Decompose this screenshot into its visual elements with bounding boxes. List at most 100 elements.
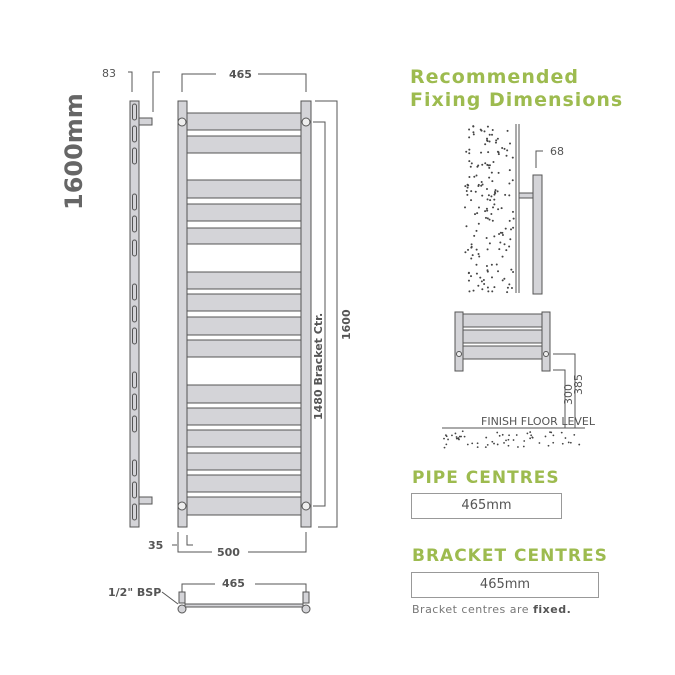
wall-texture-dot: [477, 284, 480, 287]
wall-texture-dot: [501, 279, 504, 282]
wall-texture-dot: [491, 133, 494, 136]
floor-texture-dot: [503, 442, 505, 444]
wall-texture-dot: [511, 179, 514, 182]
wall-texture-dot: [486, 209, 489, 212]
wall-texture-dot: [506, 149, 509, 152]
wall-texture-dot: [492, 206, 495, 209]
wall-texture-dot: [470, 190, 473, 193]
wall-texture-dot: [470, 275, 473, 278]
wall-texture-dot: [485, 265, 488, 268]
wall-texture-dot: [481, 194, 484, 197]
wall-texture-dot: [487, 290, 490, 293]
rail-slot: [132, 215, 137, 233]
floor-texture-dot: [531, 436, 534, 439]
wall-texture-dot: [468, 152, 471, 155]
floor-texture-dot: [460, 435, 462, 438]
towel-bar: [186, 496, 302, 516]
wall-texture-dot: [510, 286, 513, 289]
wall-texture-dot: [481, 183, 484, 186]
towel-bar: [186, 271, 302, 290]
wall-texture-dot: [486, 217, 489, 220]
floor-texture-dot: [564, 437, 567, 439]
wall-texture-dot: [480, 280, 483, 283]
wall-texture-dot: [491, 290, 494, 293]
wall-texture-dot: [466, 186, 469, 189]
wall-texture-dot: [472, 133, 475, 136]
wall-texture-dot: [475, 263, 478, 266]
wall-texture-dot: [486, 286, 489, 289]
towel-bar: [186, 429, 302, 448]
wall-texture-dot: [497, 208, 500, 211]
wall-texture-dot: [472, 125, 475, 128]
rail-slot: [132, 283, 137, 301]
depth-offset-label: 83: [102, 67, 116, 80]
wall-texture-dot: [480, 129, 483, 132]
wall-texture-dot: [489, 199, 492, 202]
wall-texture-dot: [495, 139, 498, 142]
wall-texture-dot: [487, 151, 490, 154]
wall-texture-dot: [508, 194, 511, 197]
fixing-title: Recommended Fixing Dimensions: [410, 66, 623, 112]
wall-texture-dot: [488, 218, 491, 221]
wall-texture-dot: [486, 125, 489, 128]
floor-texture-dot: [567, 441, 570, 444]
floor-texture-dot: [493, 442, 495, 445]
wall-texture-dot: [488, 140, 491, 143]
floor-texture-dot: [476, 442, 479, 445]
rail-slot: [132, 503, 137, 521]
wall-texture-dot: [504, 193, 507, 196]
wall-texture-dot: [511, 156, 514, 159]
wall-texture-dot: [490, 263, 493, 266]
wall-texture-dot: [497, 153, 500, 156]
wall-texture-dot: [486, 137, 489, 140]
wall-texture-dot: [470, 257, 473, 260]
wall-texture-dot: [499, 241, 502, 244]
wall-texture-dot: [494, 141, 497, 144]
towel-bar: [186, 293, 302, 312]
floor-texture-dot: [457, 437, 460, 440]
wall-texture-dot: [490, 213, 493, 216]
floor-texture-dot: [569, 441, 572, 444]
floor-300-label: 300: [562, 384, 575, 405]
wall-texture-dot: [498, 233, 501, 236]
rail-slot: [132, 147, 137, 165]
towel-bar: [186, 112, 302, 131]
wall-texture-dot: [487, 164, 490, 167]
wall-texture-dot: [506, 291, 509, 294]
wall-texture-dot: [470, 199, 473, 202]
wall-texture-dot: [467, 279, 470, 282]
wall-texture-dot: [509, 142, 512, 145]
wall-texture-dot: [490, 171, 493, 174]
floor-texture-dot: [505, 439, 507, 442]
floor-texture-dot: [447, 438, 449, 441]
wall-texture-dot: [488, 242, 491, 245]
wall-texture-dot: [483, 282, 486, 285]
wall-texture-dot: [477, 206, 480, 209]
floor-texture-dot: [484, 446, 487, 449]
floor-texture-dot: [552, 441, 555, 444]
wall-texture-dot: [509, 238, 512, 241]
wall-texture-dot: [465, 225, 468, 228]
floor-texture-dot: [578, 443, 581, 446]
wall-texture-dot: [484, 162, 487, 165]
floor-texture-dot: [443, 437, 445, 440]
floor-texture-dot: [529, 437, 532, 440]
floor-texture-dot: [455, 437, 458, 440]
wall-texture-dot: [482, 279, 485, 282]
floor-texture-dot: [491, 440, 494, 443]
rail-slot: [132, 371, 137, 389]
wall-texture-dot: [501, 234, 504, 237]
wall-texture-dot: [486, 198, 489, 201]
floor-texture-dot: [515, 434, 518, 436]
top-pipe-centres-label: 465: [229, 68, 252, 81]
wall-texture-dot: [467, 272, 470, 275]
rail-slot: [132, 415, 137, 433]
wall-texture-dot: [491, 129, 494, 132]
wall-texture-dot: [501, 231, 504, 234]
wall-texture-dot: [473, 175, 476, 178]
wall-texture-dot: [483, 130, 486, 133]
rail-slot: [132, 239, 137, 257]
floor-level-label: FINISH FLOOR LEVEL: [481, 415, 596, 428]
wall-texture-dot: [474, 190, 477, 193]
rail-slot: [132, 459, 137, 477]
